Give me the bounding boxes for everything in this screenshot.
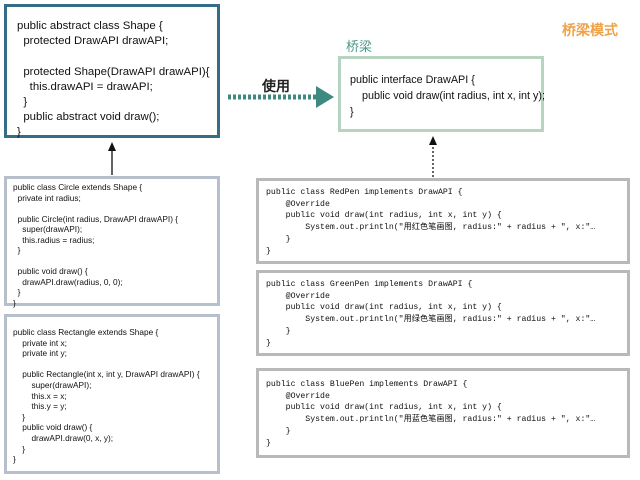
- use-label: 使用: [262, 78, 290, 94]
- uses-arrow: [228, 86, 334, 108]
- greenpen-class-box: public class GreenPen implements DrawAPI…: [256, 270, 630, 356]
- circle-class-code: public class Circle extends Shape { priv…: [13, 182, 179, 308]
- redpen-class-box: public class RedPen implements DrawAPI {…: [256, 178, 630, 264]
- drawapi-interface-box: public interface DrawAPI { public void d…: [338, 56, 546, 132]
- drawapi-interface-code: public interface DrawAPI { public void d…: [350, 74, 546, 118]
- rectangle-class-code: public class Rectangle extends Shape { p…: [13, 327, 200, 465]
- diagram-title: 桥梁模式: [562, 22, 618, 38]
- circle-class-box: public class Circle extends Shape { priv…: [4, 176, 220, 308]
- bluepen-class-code: public class BluePen implements DrawAPI …: [266, 380, 596, 448]
- implements-arrow: [429, 136, 437, 177]
- implements-arrow-head: [429, 136, 437, 145]
- shape-class-box: public abstract class Shape { protected …: [4, 4, 220, 138]
- redpen-class-code: public class RedPen implements DrawAPI {…: [266, 188, 596, 256]
- uses-arrow-head: [316, 86, 334, 108]
- inheritance-arrow-head: [108, 142, 116, 151]
- greenpen-class-code: public class GreenPen implements DrawAPI…: [266, 280, 596, 348]
- inheritance-arrow: [108, 142, 116, 175]
- shape-class-code: public abstract class Shape { protected …: [17, 20, 210, 139]
- rectangle-class-box: public class Rectangle extends Shape { p…: [4, 314, 220, 474]
- bridge-label: 桥梁: [346, 39, 373, 54]
- bluepen-class-box: public class BluePen implements DrawAPI …: [256, 368, 630, 458]
